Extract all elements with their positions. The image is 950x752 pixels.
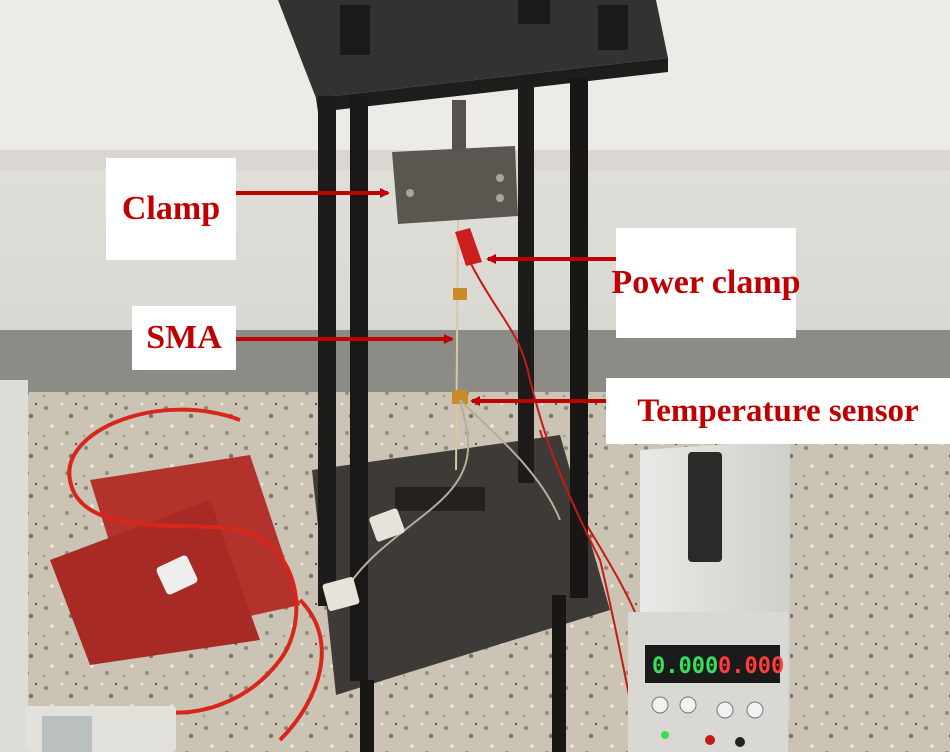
clamp-screw xyxy=(406,189,414,197)
temperature-sensor-label-box: Temperature sensor xyxy=(606,378,950,444)
thermocouple-connector xyxy=(369,508,405,542)
top-knob xyxy=(518,0,550,24)
sensor-wire xyxy=(459,399,561,521)
top-plate xyxy=(278,0,668,98)
psu-knob xyxy=(679,696,697,714)
psu-terminal xyxy=(705,735,715,745)
top-knob xyxy=(340,5,370,55)
power-clamp-label-box: Power clamp xyxy=(611,228,801,338)
red-cable xyxy=(278,598,324,742)
threaded-rod xyxy=(360,680,374,752)
psu-terminal xyxy=(735,737,745,747)
pad-connector xyxy=(156,555,198,595)
top-knob xyxy=(598,5,628,50)
psu-display-right: 0.000 xyxy=(718,654,784,679)
base-block xyxy=(395,487,485,511)
thermocouple-connector xyxy=(322,577,360,611)
clamp-rod xyxy=(452,100,466,150)
sma-label: SMA xyxy=(146,319,222,356)
temperature-sensor-tape xyxy=(452,390,468,404)
power-clip xyxy=(455,228,482,266)
left-cabinet xyxy=(0,380,28,752)
threaded-rod xyxy=(318,96,336,606)
sma-tape xyxy=(453,288,467,300)
sma-wire xyxy=(455,219,459,471)
clamp-label: Clamp xyxy=(121,190,221,227)
power-clamp-label: Power clamp xyxy=(611,264,801,301)
psu-display-left: 0.000 xyxy=(652,654,718,679)
psu-handle xyxy=(688,452,722,562)
sma-label-box: SMA xyxy=(132,306,236,370)
power-wire xyxy=(469,261,631,701)
threaded-rod xyxy=(570,78,588,598)
data-logger-screen xyxy=(42,716,92,752)
clamp-screw xyxy=(496,174,504,182)
threaded-rod xyxy=(552,595,566,752)
psu-led xyxy=(661,731,669,739)
power-supply: 0.000 0.000 xyxy=(628,440,790,752)
sensor-wire xyxy=(339,399,470,601)
psu-knob xyxy=(651,696,669,714)
threaded-rod xyxy=(518,78,534,483)
psu-knob xyxy=(716,701,734,719)
clamp-block xyxy=(392,146,518,224)
base-plate xyxy=(312,435,610,695)
clamp-screw xyxy=(496,194,504,202)
psu-knob xyxy=(746,701,764,719)
temperature-sensor-label: Temperature sensor xyxy=(637,392,919,429)
heating-pad xyxy=(50,500,260,665)
threaded-rod xyxy=(350,96,368,681)
psu-display xyxy=(645,645,780,683)
clamp-label-box: Clamp xyxy=(106,158,236,260)
top-plate-edge xyxy=(316,58,668,112)
red-cable xyxy=(67,407,299,715)
